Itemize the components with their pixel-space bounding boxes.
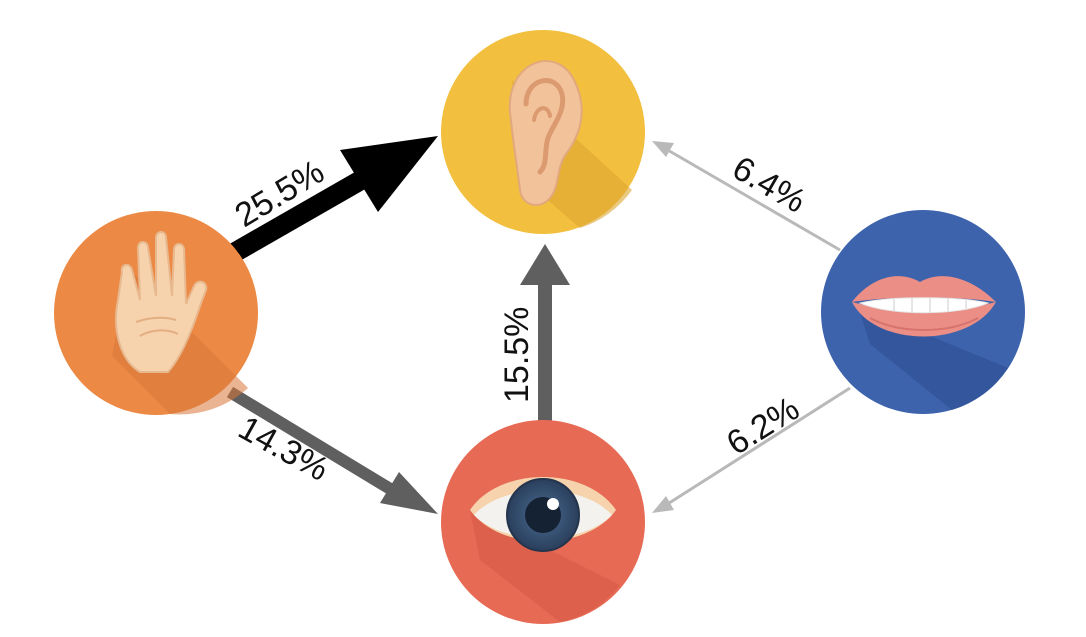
mouth-icon xyxy=(852,276,996,337)
arrow-taste-to-sight xyxy=(652,386,851,513)
hand-icon xyxy=(115,231,208,373)
label-taste-to-sight: 6.2% xyxy=(720,389,806,462)
arrow-sight-to-hearing xyxy=(520,244,570,425)
node-taste xyxy=(821,210,1025,414)
node-sight xyxy=(441,420,645,624)
arrow-touch-to-hearing xyxy=(227,136,438,263)
eye-icon xyxy=(470,477,616,552)
arrow-taste-to-hearing xyxy=(652,141,841,252)
node-hearing xyxy=(441,30,645,234)
label-sight-to-hearing: 15.5% xyxy=(498,307,536,403)
arrow-touch-to-sight xyxy=(226,386,438,514)
ear-icon xyxy=(508,60,583,206)
node-touch xyxy=(54,211,258,415)
